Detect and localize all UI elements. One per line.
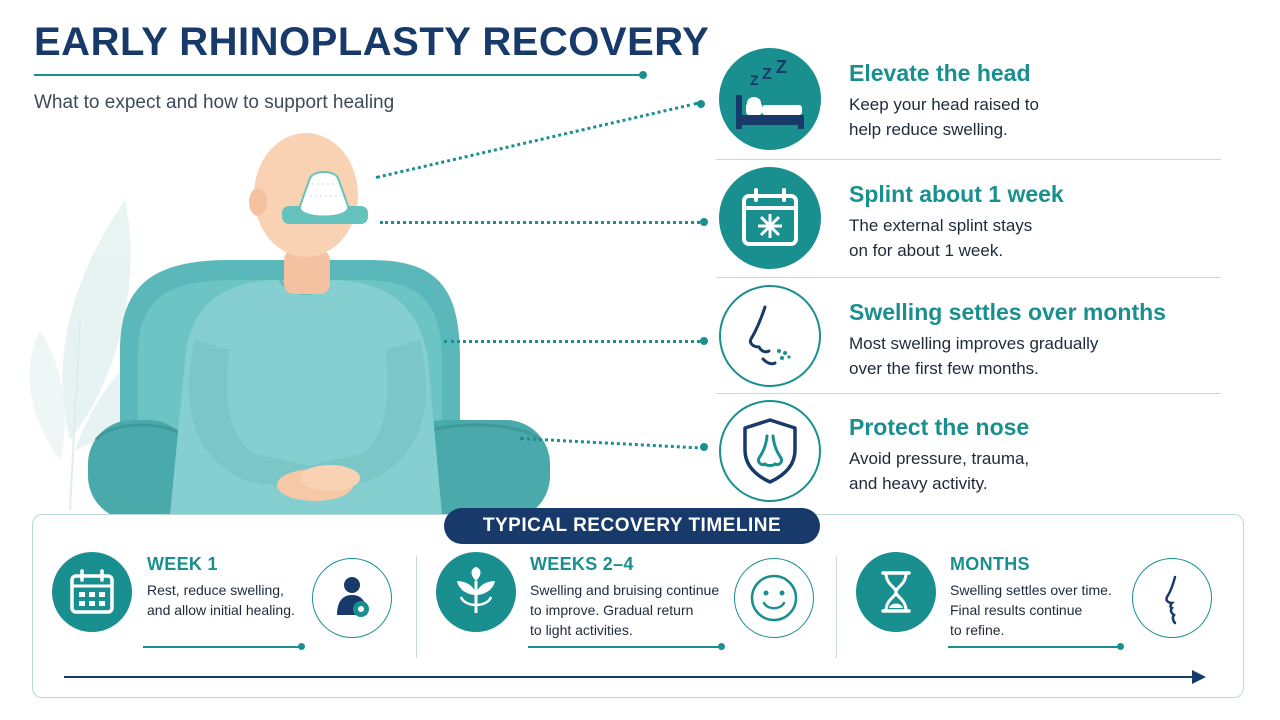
tip-text-elevate-1: Keep your head raised to — [849, 95, 1039, 114]
timeline-arrow-line — [64, 676, 1194, 678]
smiley-face-icon — [734, 558, 814, 638]
stage-underline-dot — [298, 643, 305, 650]
sprout-icon — [436, 552, 516, 632]
stage-text-months-3: to refine. — [950, 622, 1005, 638]
nose-shield-icon — [719, 400, 821, 502]
stage-heading-months: MONTHS — [950, 554, 1030, 574]
page-title: EARLY RHINOPLASTY RECOVERY — [34, 20, 710, 64]
stage-text-months-1: Swelling settles over time. — [950, 582, 1112, 598]
stage-text-weeks2-4-3: to light activities. — [530, 622, 633, 638]
stage-text-weeks2-4-2: to improve. Gradual return — [530, 602, 694, 618]
tip-text-protect-2: and heavy activity. — [849, 474, 988, 493]
stage-text-week1-2: and allow initial healing. — [147, 602, 295, 618]
stage-divider — [836, 556, 837, 658]
calendar-icon — [719, 167, 821, 269]
tip-title-swelling: Swelling settles over months — [849, 299, 1166, 325]
nose-profile-icon — [719, 285, 821, 387]
tip-text-swelling-2: over the first few months. — [849, 359, 1039, 378]
connector-dot-1 — [697, 100, 705, 108]
sleep-bed-icon: Z Z Z — [719, 48, 821, 150]
tip-title-protect: Protect the nose — [849, 414, 1030, 440]
title-underline-dot — [639, 71, 647, 79]
tip-text-swelling-1: Most swelling improves gradually — [849, 334, 1099, 353]
connector-line-3 — [444, 340, 706, 343]
stage-heading-weeks2-4: WEEKS 2–4 — [530, 554, 634, 574]
tip-separator — [716, 277, 1221, 278]
timeline-arrow-head — [1192, 670, 1206, 684]
connector-dot-2 — [700, 218, 708, 226]
stage-underline — [143, 646, 301, 648]
tip-text-protect-1: Avoid pressure, trauma, — [849, 449, 1030, 468]
tip-title-splint: Splint about 1 week — [849, 181, 1064, 207]
patient-body — [170, 279, 442, 515]
stage-text-weeks2-4-1: Swelling and bruising continue — [530, 582, 720, 598]
stage-text-months-2: Final results continue — [950, 602, 1083, 618]
resting-person-icon — [312, 558, 392, 638]
stage-underline-dot — [718, 643, 725, 650]
stage-underline — [948, 646, 1120, 648]
stage-heading-week1: WEEK 1 — [147, 554, 218, 574]
connector-line-2 — [380, 221, 705, 224]
hourglass-icon — [856, 552, 936, 632]
stage-underline-dot — [1117, 643, 1124, 650]
tip-text-splint-2: on for about 1 week. — [849, 241, 1004, 260]
svg-text:Z: Z — [776, 59, 787, 77]
timeline-badge: TYPICAL RECOVERY TIMELINE — [444, 508, 820, 544]
connector-dot-4 — [700, 443, 708, 451]
patient-head — [249, 133, 368, 294]
stage-divider — [416, 556, 417, 658]
tip-separator — [716, 159, 1221, 160]
connector-dot-3 — [700, 337, 708, 345]
tip-title-elevate: Elevate the head — [849, 60, 1031, 86]
svg-text:Z: Z — [750, 72, 759, 88]
title-underline — [34, 74, 642, 76]
tip-text-elevate-2: help reduce swelling. — [849, 120, 1008, 139]
stage-text-week1-1: Rest, reduce swelling, — [147, 582, 284, 598]
svg-text:Z: Z — [762, 66, 772, 83]
tip-separator — [716, 393, 1221, 394]
page-subtitle: What to expect and how to support healin… — [34, 92, 395, 113]
tip-text-splint-1: The external splint stays — [849, 216, 1033, 235]
calendar-icon — [52, 552, 132, 632]
patient-illustration — [30, 133, 550, 520]
face-profile-icon — [1132, 558, 1212, 638]
stage-underline — [528, 646, 720, 648]
